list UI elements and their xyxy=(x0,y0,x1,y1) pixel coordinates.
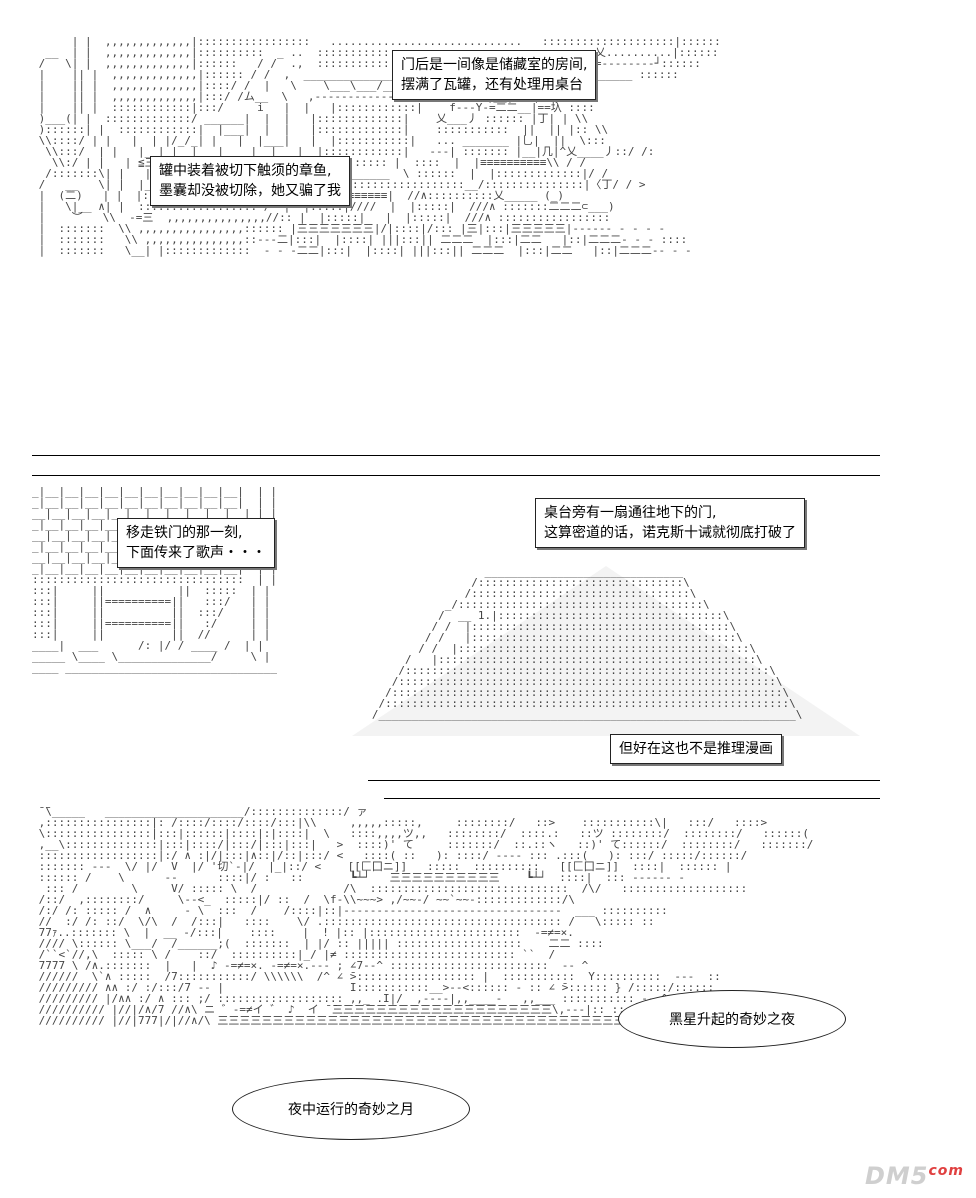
song-lyric-moon: 夜中运行的奇妙之月 xyxy=(232,1078,470,1140)
floor-hatch-shape xyxy=(352,566,860,736)
panel-divider-middle-2 xyxy=(384,798,880,799)
bottom-panel-ascii-art: ̄ ̄\_____ _____________________/::::::::… xyxy=(32,806,814,1027)
panel-divider-top-2 xyxy=(32,475,880,476)
watermark-logo: DM5com xyxy=(864,1162,964,1190)
song-lyric-black-star: 黑星升起的奇妙之夜 xyxy=(618,990,846,1048)
floor-hatch-ascii-art: ______________________________ /::::::::… xyxy=(371,566,803,721)
caption-not-mystery: 但好在这也不是推理漫画 xyxy=(610,734,782,764)
panel-divider-top xyxy=(32,455,880,456)
caption-secret-passage: 桌台旁有一扇通往地下的门, 这算密道的话，诺克斯十诫就彻底打破了 xyxy=(535,498,805,548)
top-panel-ascii-art: | | ,,,,,,,,,,,,,|::::::::::::::::: ....… xyxy=(38,36,721,257)
caption-storage-room: 门后是一间像是储藏室的房间, 摆满了瓦罐，还有处理用桌台 xyxy=(392,50,597,100)
caption-moving-gate: 移走铁门的那一刻, 下面传来了歌声・・・ xyxy=(117,518,275,568)
caption-octopus-jar: 罐中装着被切下触须的章鱼, 墨囊却没被切除，她又骗了我 xyxy=(150,156,350,206)
panel-divider-middle xyxy=(368,780,880,781)
